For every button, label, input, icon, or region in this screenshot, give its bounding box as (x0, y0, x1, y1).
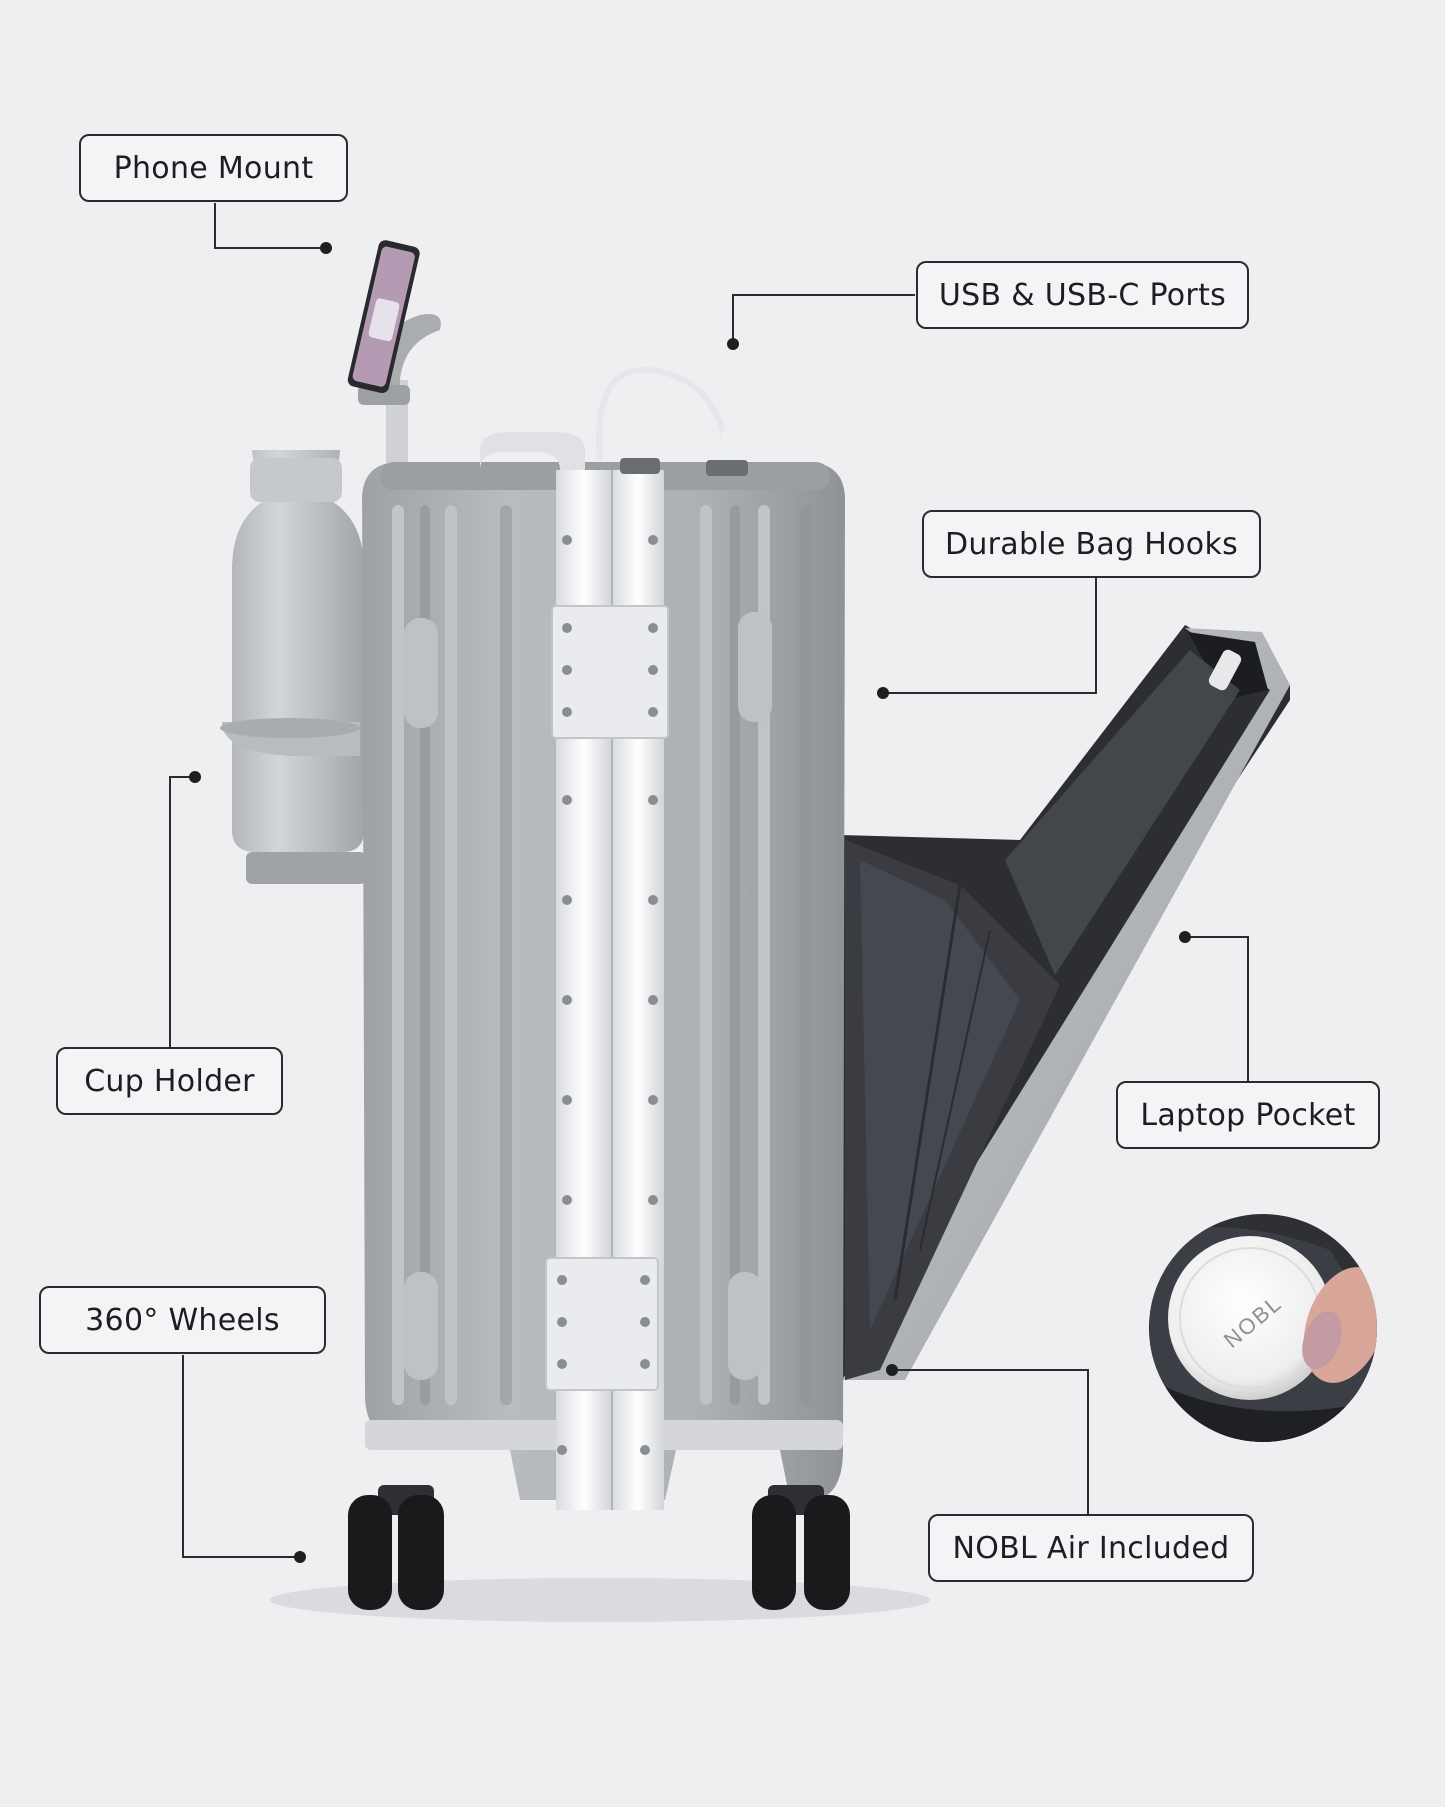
suitcase-body (362, 366, 845, 1510)
callout-laptop-pocket: Laptop Pocket (1116, 1081, 1380, 1149)
nobl-air-tracker-inset (1149, 1214, 1377, 1442)
leader-dots (189, 242, 1191, 1563)
callout-phone-mount: Phone Mount (79, 134, 348, 202)
handle-and-phone (347, 240, 441, 480)
callout-bag-hooks: Durable Bag Hooks (922, 510, 1261, 578)
callout-usb-ports: USB & USB-C Ports (916, 261, 1249, 329)
cup-holder-with-bottle (220, 450, 366, 884)
laptop-lid (840, 625, 1290, 1380)
callout-wheels: 360° Wheels (39, 1286, 326, 1354)
leader-lines (169, 203, 1249, 1558)
spinner-wheels (348, 1485, 850, 1610)
callout-nobl-air: NOBL Air Included (928, 1514, 1254, 1582)
callout-cup-holder: Cup Holder (56, 1047, 283, 1115)
